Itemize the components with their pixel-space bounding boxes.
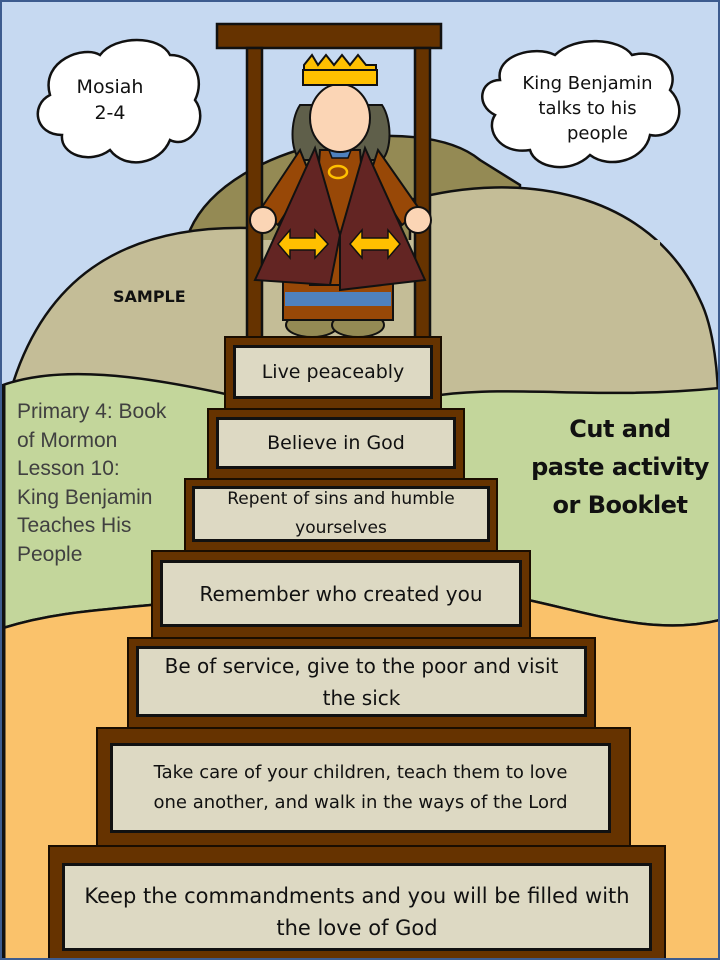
cloud-right-line-3: people [566, 123, 628, 144]
step-6[interactable]: Take care of your children, teach them t… [96, 727, 631, 847]
king-benjamin-figure [249, 53, 432, 338]
lesson-line-1: Primary 4: Book [17, 400, 167, 423]
step-5-label: Be of service, give to the poor and visi… [136, 646, 587, 717]
step-3-label: Repent of sins and humble yourselves [192, 486, 490, 542]
activity-line-2: paste activity [531, 453, 709, 481]
cloud-right-text: King Benjamin talks to his people [500, 71, 675, 146]
step-1[interactable]: Live peaceably [224, 336, 442, 410]
step-7-label: Keep the commandments and you will be fi… [62, 863, 652, 951]
cloud-right-line-1: King Benjamin [522, 73, 653, 94]
step-1-label: Live peaceably [233, 345, 433, 399]
cloud-right-line-2: talks to his [538, 98, 637, 119]
cloud-left-shape [36, 38, 202, 164]
scripture-reference-chapters: 2-4 [94, 102, 126, 124]
activity-instructions: Cut and paste activity or Booklet [525, 410, 715, 524]
lesson-line-2: of Mormon [17, 428, 118, 452]
step-6-label: Take care of your children, teach them t… [110, 743, 611, 833]
step-5[interactable]: Be of service, give to the poor and visi… [127, 637, 596, 729]
double-arrow-icon [277, 227, 401, 261]
step-3[interactable]: Repent of sins and humble yourselves [184, 478, 498, 552]
cloud-left-text: Mosiah 2-4 [55, 74, 165, 126]
sample-watermark: SAMPLE [113, 287, 186, 306]
cloud-right-shape [481, 39, 681, 169]
step-4-label: Remember who created you [160, 560, 522, 627]
scripture-reference-book: Mosiah [76, 76, 144, 98]
step-4[interactable]: Remember who created you [151, 550, 531, 639]
step-2[interactable]: Believe in God [207, 408, 465, 480]
lesson-line-6: People [17, 542, 83, 566]
lesson-line-3: Lesson 10: [17, 457, 120, 480]
lesson-line-4: King Benjamin [17, 485, 153, 509]
activity-line-3: or Booklet [552, 491, 688, 519]
step-2-label: Believe in God [216, 417, 456, 469]
lesson-line-5: Teaches His [17, 514, 132, 537]
step-7[interactable]: Keep the commandments and you will be fi… [48, 845, 666, 960]
activity-line-1: Cut and [569, 415, 671, 443]
lesson-title: Primary 4: Book of Mormon Lesson 10: Kin… [17, 398, 197, 569]
crown-icon [302, 53, 378, 86]
